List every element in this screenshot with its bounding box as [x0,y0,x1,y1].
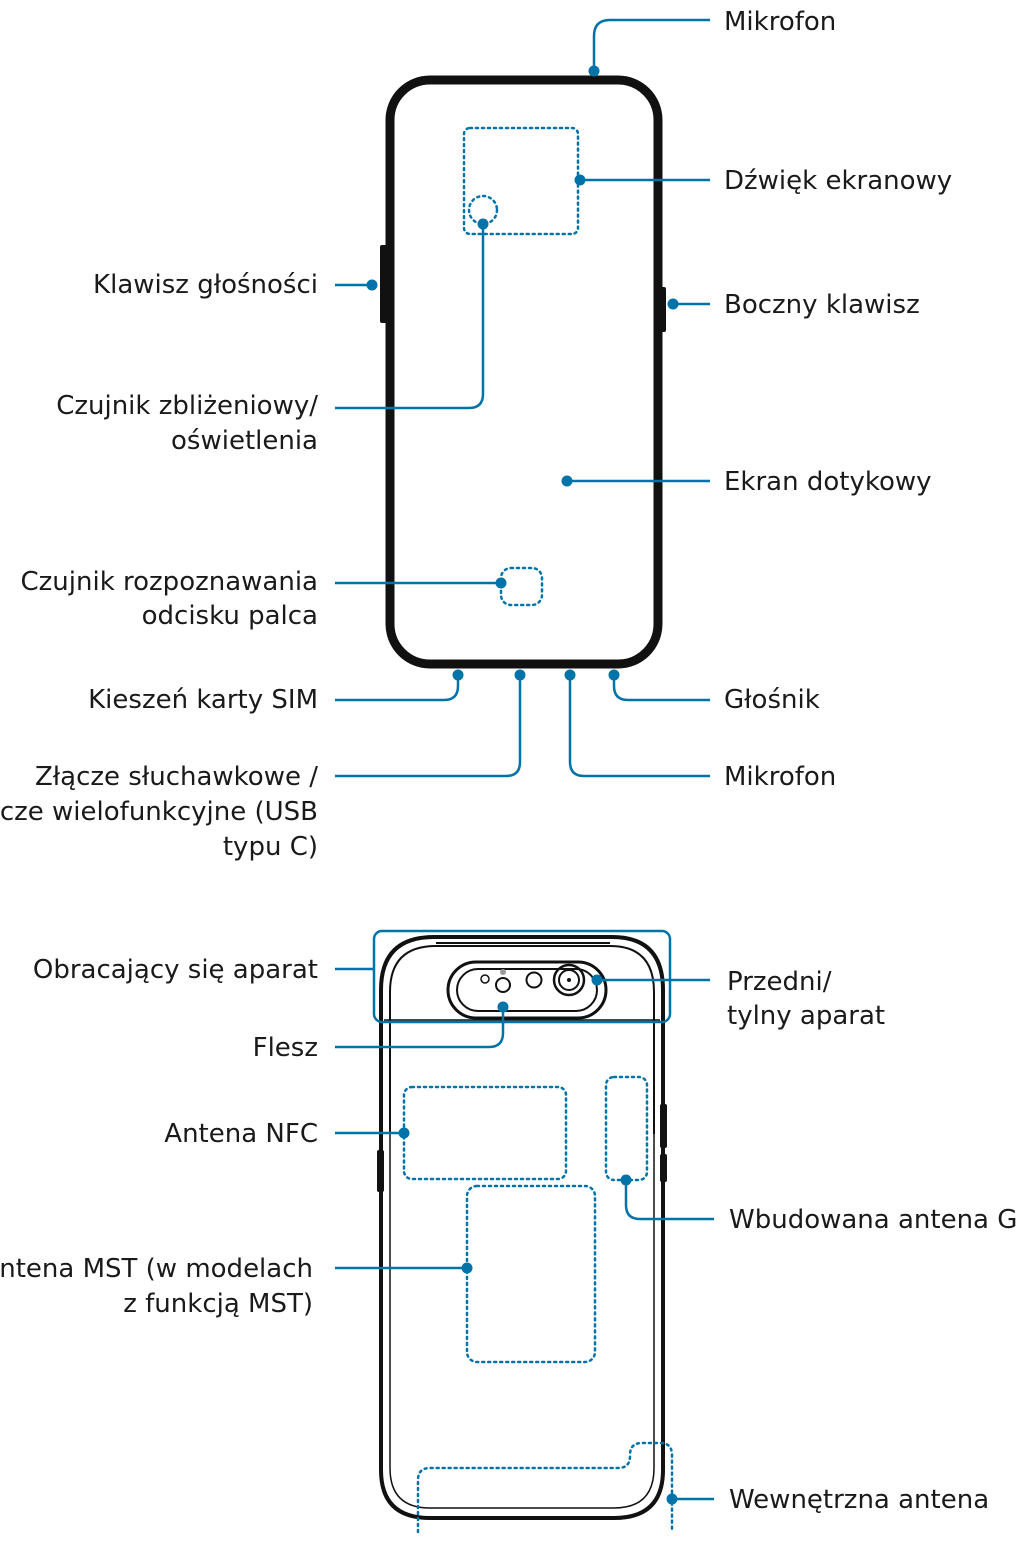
camera-lens-main-center-icon [567,978,571,982]
mst-antenna-area [465,1184,597,1364]
leader-fingerprint [335,577,507,589]
label-mic-top: Mikrofon [724,7,836,37]
nfc-antenna-area [402,1085,568,1181]
back-side-key [660,1104,667,1148]
leader-flash [335,1001,509,1049]
label-touchscreen: Ekran dotykowy [724,467,932,497]
gps-antenna-area [604,1075,649,1182]
label-usb-line2: złącze wielofunkcyjne (USB [0,797,318,827]
label-front-rear-camera-line2: tylny aparat [727,1001,885,1031]
label-mic-bottom: Mikrofon [724,762,836,792]
back-volume-key [377,1150,384,1192]
fingerprint-sensor-area [499,566,544,607]
sensor-small-icon [480,974,490,984]
label-sim-tray: Kieszeń karty SIM [88,685,318,715]
back-body-sides [379,1020,665,1520]
label-flash: Flesz [253,1033,318,1063]
flash-lens-icon [495,977,511,993]
camera-lens-small-icon [525,971,543,989]
flash-dot-icon [500,969,506,975]
leader-mst-antenna [335,1262,473,1274]
camera-lens-main-inner-icon [558,969,580,991]
camera-lens-main-icon [552,963,586,997]
label-mst-antenna-line2: z funkcją MST) [123,1289,313,1319]
back-phone-body-inner [389,945,655,1134]
internal-antenna-area [416,1441,674,1534]
label-proximity-line2: oświetlenia [171,426,318,456]
leader-usb [335,669,526,778]
label-volume-key: Klawisz głośności [93,270,318,300]
label-speaker: Głośnik [724,685,820,715]
leader-mic-bottom [564,669,710,778]
leader-internal-antenna [666,1493,714,1505]
back-body-inner-sides [389,1020,655,1509]
label-usb-line1: Złącze słuchawkowe / [35,762,318,792]
leader-nfc-antenna [335,1127,410,1139]
leader-touchscreen [561,475,710,487]
label-side-key: Boczny klawisz [724,290,920,320]
label-mst-antenna-line1: Antena MST (w modelach [0,1254,313,1284]
proximity-sensor-area [467,194,499,226]
leader-mic-top [588,18,710,77]
camera-pill-outer [446,960,608,1020]
leader-earpiece [574,174,710,186]
label-earpiece: Dźwięk ekranowy [724,166,952,196]
label-front-rear-camera-line1: Przedni/ [727,967,832,997]
front-phone-body [385,75,663,669]
label-nfc-antenna: Antena NFC [164,1119,318,1149]
side-key [658,287,666,332]
back-phone-body-outer [379,935,665,1134]
earpiece-area [462,126,580,236]
rotating-camera-bracket [372,929,672,1024]
front-view: Mikrofon Dźwięk ekranowy Klawisz głośnoś… [0,7,952,862]
label-gps-antenna: Wbudowana antena GPS [729,1205,1016,1235]
leader-side-key [667,298,710,310]
label-internal-antenna: Wewnętrzna antena [729,1485,989,1515]
camera-pill-inner [456,968,598,1012]
label-rotating-camera: Obracający się aparat [33,955,318,985]
label-usb-line3: typu C) [223,832,318,862]
label-fingerprint-line2: odcisku palca [142,601,318,631]
label-fingerprint-line1: Czujnik rozpoznawania [20,567,318,597]
leader-sim-tray [335,669,464,702]
volume-key [380,245,388,323]
leader-volume-key [335,279,378,291]
leader-front-rear-camera [591,974,710,986]
leader-speaker [608,669,710,702]
back-view: Obracający się aparat Przedni/ tylny apa… [0,929,1016,1534]
leader-gps-antenna [620,1174,714,1221]
leader-proximity [335,218,489,410]
label-proximity-line1: Czujnik zbliżeniowy/ [56,391,318,421]
back-side-key-2 [660,1154,667,1182]
